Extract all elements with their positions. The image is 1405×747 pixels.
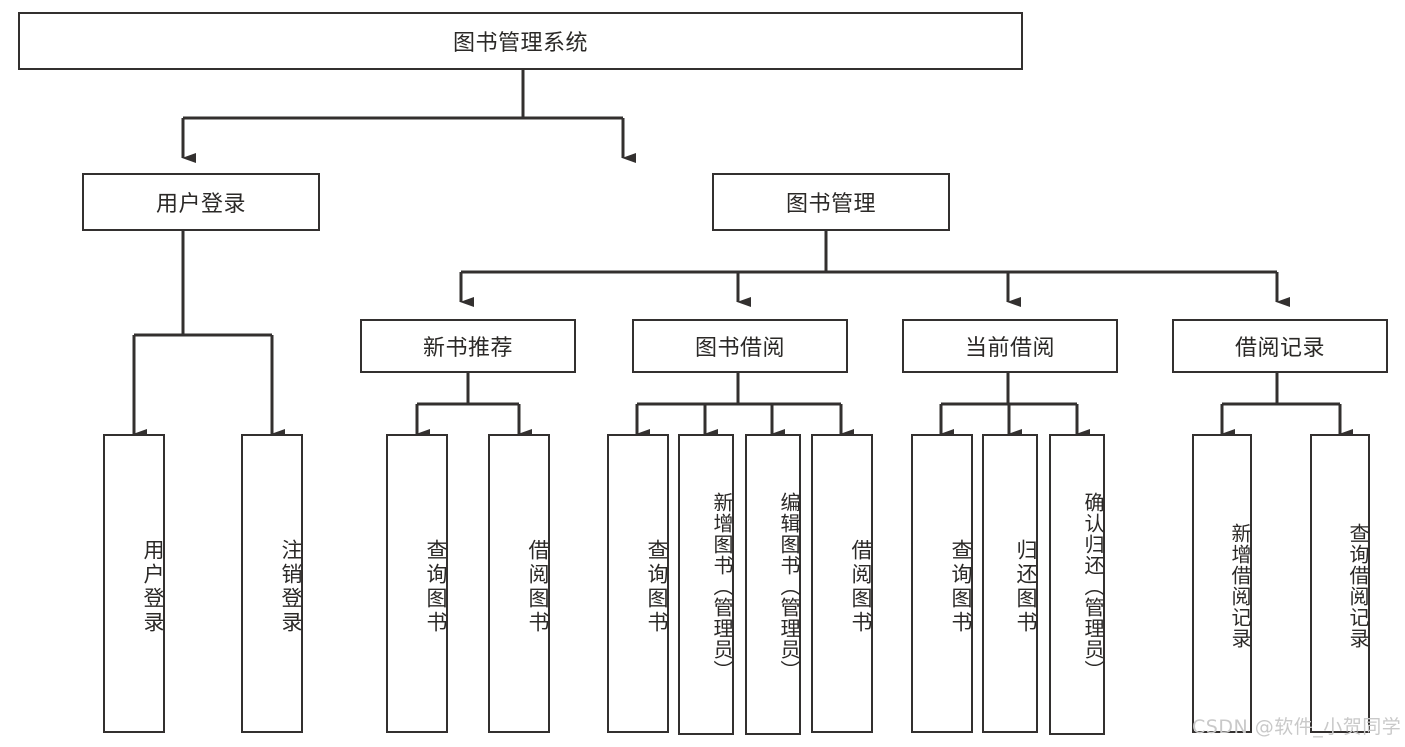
node-book-manage-label: 图书管理 (785, 192, 876, 217)
node-root-label: 图书管理系统 (452, 31, 588, 56)
node-borrow-record[interactable]: 借阅记录 (1172, 319, 1388, 373)
leaf-add-record[interactable]: 新增借阅记录 (1192, 434, 1252, 733)
leaf-borrow-book-2[interactable]: 借阅图书 (811, 434, 873, 733)
leaf-add-book-label: 新增图书（管理员） (710, 492, 734, 681)
leaf-borrow-book-2-label: 借阅图书 (849, 538, 873, 635)
leaf-query-record[interactable]: 查询借阅记录 (1310, 434, 1370, 733)
node-book-borrow[interactable]: 图书借阅 (632, 319, 848, 373)
leaf-borrow-book-1[interactable]: 借阅图书 (488, 434, 550, 733)
leaf-return-book[interactable]: 归还图书 (982, 434, 1038, 733)
node-user-login-label: 用户登录 (155, 192, 246, 217)
leaf-query-record-label: 查询借阅记录 (1346, 522, 1370, 649)
leaf-confirm-return[interactable]: 确认归还（管理员） (1049, 434, 1105, 735)
leaf-edit-book-label: 编辑图书（管理员） (777, 492, 801, 681)
node-root[interactable]: 图书管理系统 (18, 12, 1023, 70)
node-book-manage[interactable]: 图书管理 (712, 173, 950, 231)
node-user-login[interactable]: 用户登录 (82, 173, 320, 231)
leaf-query-book-3-label: 查询图书 (949, 538, 973, 635)
leaf-edit-book[interactable]: 编辑图书（管理员） (745, 434, 801, 735)
leaf-query-book-3[interactable]: 查询图书 (911, 434, 973, 733)
node-book-borrow-label: 图书借阅 (694, 336, 785, 361)
leaf-query-book-2-label: 查询图书 (645, 538, 669, 635)
leaf-user-login-label: 用户登录 (141, 538, 165, 635)
leaf-user-logout-label: 注销登录 (279, 538, 303, 635)
node-borrow-record-label: 借阅记录 (1234, 336, 1325, 361)
node-new-book-recommend-label: 新书推荐 (422, 336, 513, 361)
node-new-book-recommend[interactable]: 新书推荐 (360, 319, 576, 373)
leaf-user-logout[interactable]: 注销登录 (241, 434, 303, 733)
leaf-add-book[interactable]: 新增图书（管理员） (678, 434, 734, 735)
node-current-borrow-label: 当前借阅 (964, 336, 1055, 361)
leaf-add-record-label: 新增借阅记录 (1228, 522, 1252, 649)
leaf-borrow-book-1-label: 借阅图书 (526, 538, 550, 635)
node-current-borrow[interactable]: 当前借阅 (902, 319, 1118, 373)
csdn-watermark: CSDN @软件_小贺同学 (1192, 716, 1402, 738)
leaf-return-book-label: 归还图书 (1014, 538, 1038, 635)
leaf-query-book-1[interactable]: 查询图书 (386, 434, 448, 733)
leaf-query-book-2[interactable]: 查询图书 (607, 434, 669, 733)
leaf-user-login[interactable]: 用户登录 (103, 434, 165, 733)
leaf-confirm-return-label: 确认归还（管理员） (1081, 492, 1105, 681)
leaf-query-book-1-label: 查询图书 (424, 538, 448, 635)
